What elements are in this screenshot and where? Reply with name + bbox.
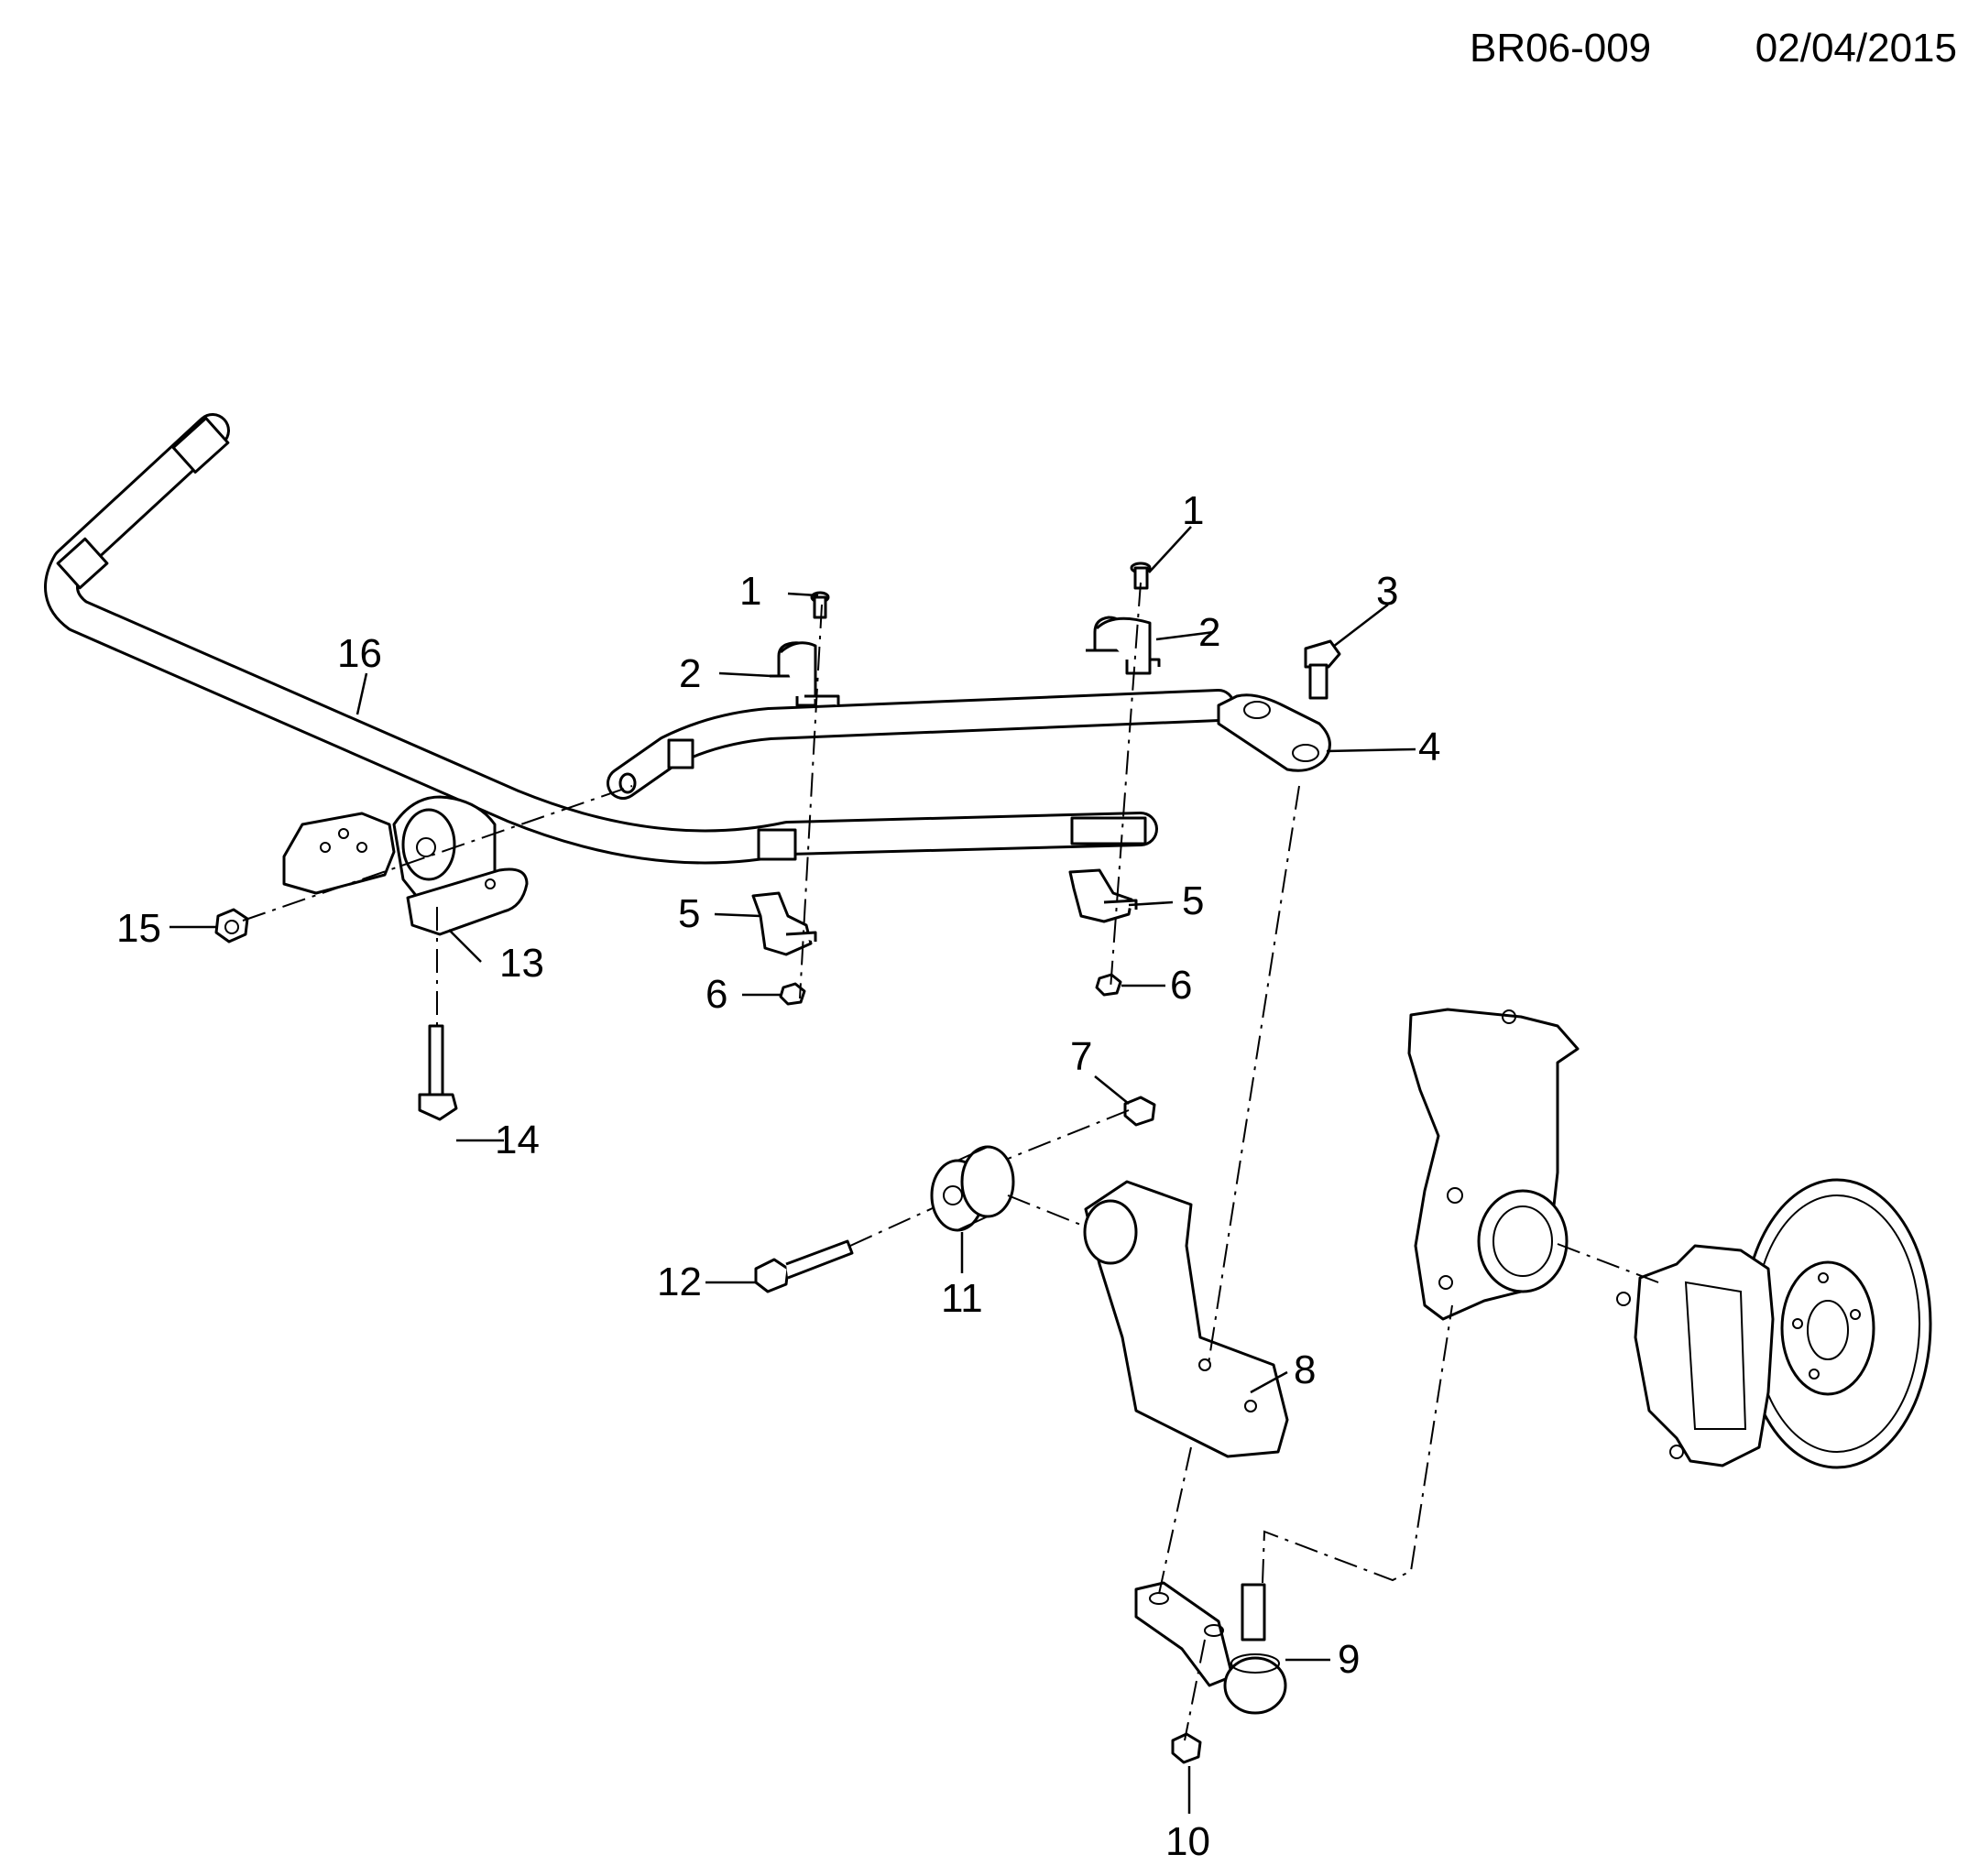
bolt-left <box>810 591 830 619</box>
callout-5-right: 5 <box>1182 878 1204 923</box>
bushing-11 <box>930 1145 1015 1232</box>
callout-3: 3 <box>1376 569 1398 614</box>
callout-10: 10 <box>1165 1819 1210 1864</box>
long-bolt-14 <box>418 1024 458 1121</box>
callout-11: 11 <box>941 1276 983 1321</box>
steering-knuckle <box>1407 1008 1580 1321</box>
ball-joint <box>1134 1581 1287 1715</box>
document-date: 02/04/2015 <box>1755 26 1957 71</box>
callout-1-left: 1 <box>739 569 761 614</box>
nut-7 <box>1123 1096 1156 1127</box>
callout-8: 8 <box>1294 1347 1316 1392</box>
callout-13: 13 <box>499 941 544 986</box>
lower-arm-bracket <box>1083 1180 1289 1458</box>
callout-15: 15 <box>116 906 161 951</box>
bolt-3 <box>1304 639 1341 700</box>
callout-6-right: 6 <box>1170 963 1192 1008</box>
callout-9: 9 <box>1338 1637 1360 1682</box>
callout-1-right: 1 <box>1182 488 1204 533</box>
callout-4: 4 <box>1418 725 1440 769</box>
nut-10 <box>1171 1732 1202 1764</box>
callout-2-right: 2 <box>1198 610 1220 655</box>
bushing-bracket <box>282 795 529 936</box>
nut-15 <box>214 908 249 943</box>
callout-5-left: 5 <box>678 891 700 936</box>
lower-clamp-right <box>1068 868 1138 923</box>
callout-2-left: 2 <box>679 651 701 696</box>
clamp-right <box>1086 616 1161 675</box>
callout-16: 16 <box>337 631 382 676</box>
document-header: BR06-009 02/04/2015 <box>1448 26 1961 81</box>
document-code: BR06-009 <box>1470 26 1652 71</box>
leader-lines <box>169 526 1416 1814</box>
bolt-right <box>1130 562 1152 590</box>
lower-clamp-left <box>751 891 817 956</box>
nut-right <box>1095 973 1122 997</box>
brake-disc-assembly <box>1616 1178 1932 1469</box>
link-plate <box>1217 693 1331 772</box>
stabilizer-bar <box>44 413 1235 865</box>
callout-7: 7 <box>1070 1034 1092 1079</box>
callout-14: 14 <box>495 1118 540 1162</box>
nut-left <box>779 982 806 1006</box>
bolt-12 <box>754 1239 854 1293</box>
assembly-lines <box>242 582 1659 1741</box>
clamp-left <box>770 641 840 707</box>
callout-12: 12 <box>657 1260 702 1304</box>
callout-6-left: 6 <box>705 972 727 1017</box>
